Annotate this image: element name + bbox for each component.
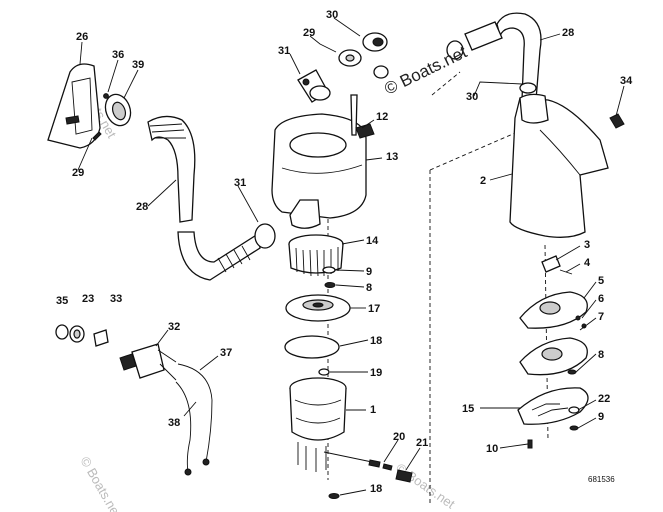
callout-10: 10	[486, 443, 498, 455]
plate-part	[93, 329, 109, 347]
callout-19: 20	[393, 431, 405, 443]
washer-part	[318, 368, 330, 376]
callout-12: 12	[376, 111, 388, 123]
terminal-part	[382, 463, 393, 471]
screw-part	[103, 93, 109, 99]
callout-28: 28	[562, 27, 574, 39]
wire-lead-part	[175, 363, 213, 476]
hose-part	[147, 115, 261, 281]
callout-36: 36	[112, 49, 124, 61]
callout-27: 31	[278, 45, 290, 57]
faint-watermark: © Boats.net	[77, 454, 124, 512]
bracket-part	[541, 255, 561, 273]
leader-lines	[77, 17, 625, 496]
callout-32: 32	[168, 321, 180, 333]
callout-18: 19	[370, 367, 382, 379]
flange-plate-part	[519, 337, 588, 376]
motor-part	[289, 377, 373, 472]
switch-part	[119, 343, 177, 381]
callout-21: 22	[598, 393, 610, 405]
callout-33: 33	[110, 293, 122, 305]
callout-17: 18	[370, 335, 382, 347]
callout-39: 39	[132, 59, 144, 71]
ring-part	[73, 329, 81, 339]
washer-part	[568, 406, 580, 414]
nut-part	[328, 493, 340, 499]
washer-part	[322, 266, 336, 274]
screw-part	[350, 94, 358, 136]
callout-2: 2	[480, 175, 486, 187]
callout-9: 9	[366, 266, 372, 278]
callout-38: 38	[168, 417, 180, 429]
callout-37: 37	[220, 347, 232, 359]
mount-plate-part	[285, 294, 351, 322]
watermark: © Boats.net	[381, 42, 470, 98]
callout-24: 28	[136, 201, 148, 213]
nut-part	[567, 369, 577, 375]
callout-14: 14	[366, 235, 379, 247]
seal-part	[373, 65, 389, 79]
callout-13: 13	[386, 151, 398, 163]
hose-clamp-part	[519, 82, 537, 94]
nut-part	[324, 282, 336, 288]
callout-18-bottom: 18	[370, 483, 382, 495]
connector-part	[395, 469, 413, 483]
callout-8-right: 8	[598, 349, 604, 361]
callout-7: 7	[598, 311, 604, 323]
bolt-part	[609, 113, 625, 129]
callout-6: 6	[598, 293, 604, 305]
pin-part	[527, 439, 533, 449]
knob-part	[297, 69, 331, 103]
fan-wheel-part	[288, 234, 344, 277]
o-ring-part	[284, 335, 340, 359]
callout-16: 17	[368, 303, 380, 315]
callout-20: 21	[416, 437, 428, 449]
cover-part	[47, 63, 101, 149]
screw-part	[575, 315, 581, 321]
faint-watermark: © Boats.net	[393, 460, 458, 512]
callout-3: 3	[584, 239, 590, 251]
callout-35: 35	[56, 295, 68, 307]
flange-part	[104, 93, 132, 127]
callout-9-right: 9	[598, 411, 604, 423]
valve-body-part	[517, 387, 589, 425]
callout-8: 8	[366, 282, 372, 294]
blower-housing-part	[271, 113, 367, 229]
terminal-part	[368, 459, 381, 468]
callout-15: 15	[462, 403, 474, 415]
callout-4: 4	[584, 257, 591, 269]
callout-30: 30	[466, 91, 478, 103]
nut-part	[569, 425, 579, 431]
gasket-part	[519, 291, 588, 329]
callout-22: 26	[76, 31, 88, 43]
callout-26: 30	[326, 9, 338, 21]
exhaust-housing-part	[509, 93, 609, 238]
callout-5: 5	[598, 275, 604, 287]
screw-part	[92, 131, 102, 141]
clamp-part	[254, 223, 276, 249]
callout-29: 29	[72, 167, 84, 179]
washer-part	[345, 54, 355, 62]
callout-25: 29	[303, 27, 315, 39]
ring-part	[55, 324, 69, 340]
callout-1: 1	[370, 404, 376, 416]
callout-labels: 26 36 39 29 28 31 30 29 31 12 13 14 9 8 …	[56, 9, 633, 495]
callout-31: 31	[234, 177, 246, 189]
bushing-part	[362, 32, 388, 52]
hose-clamp-part	[446, 40, 464, 60]
figure-code: 681536	[588, 475, 615, 484]
callout-34: 34	[620, 75, 633, 87]
callout-23: 23	[82, 293, 94, 305]
